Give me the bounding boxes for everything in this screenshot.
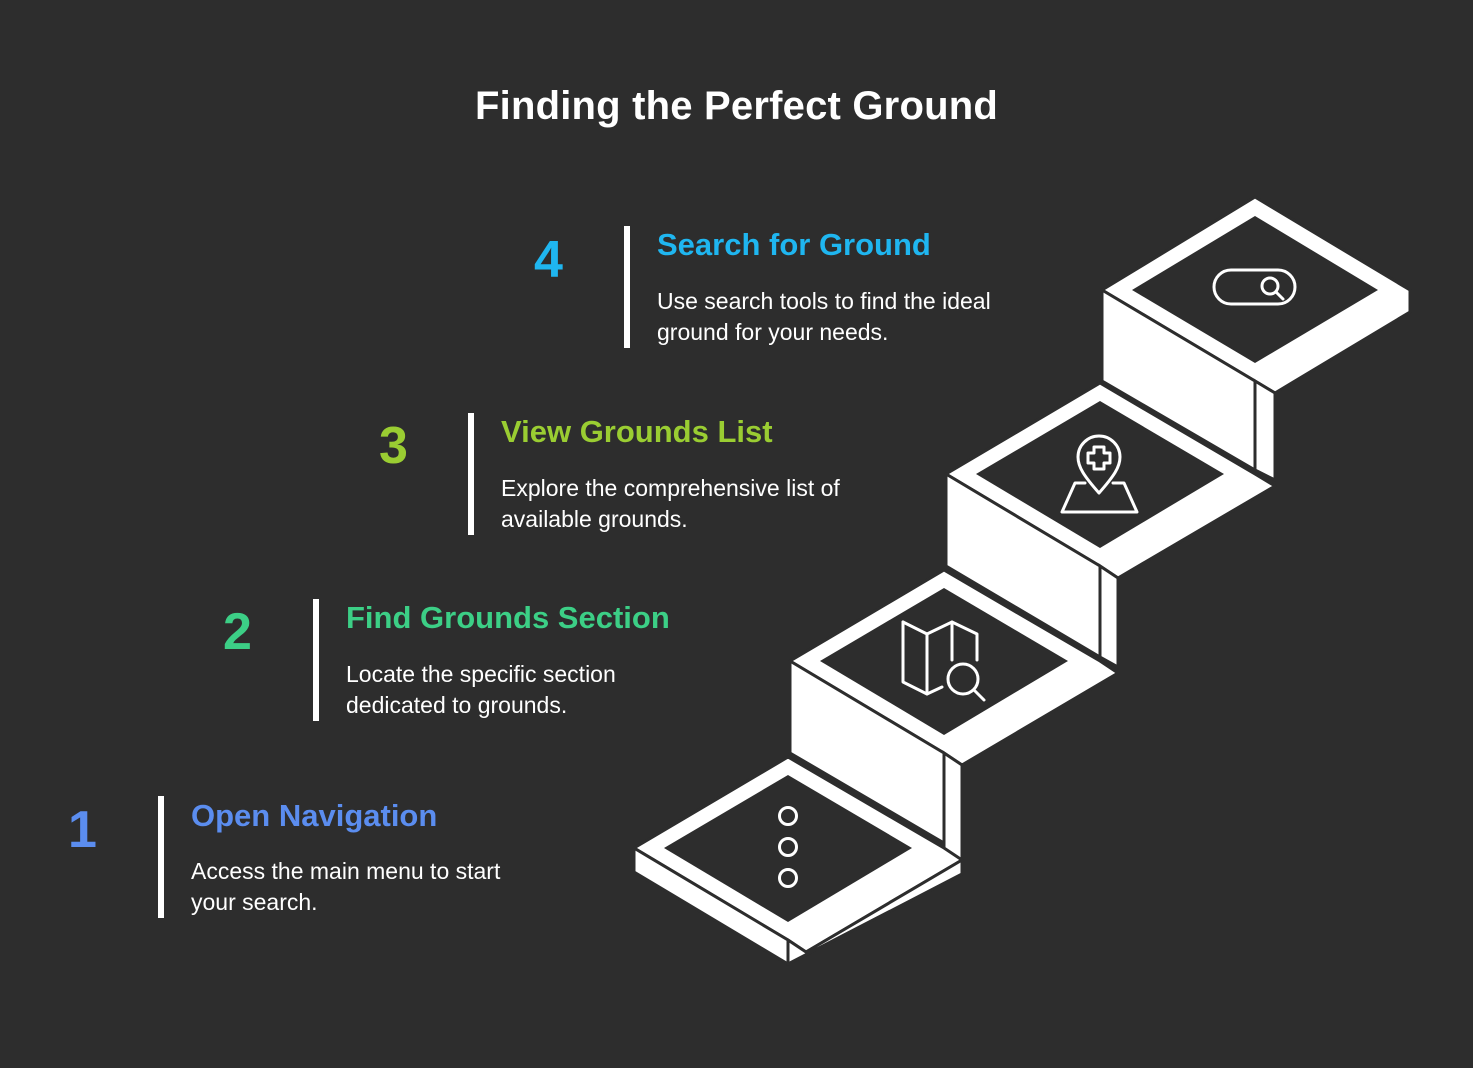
three-dots-vertical-icon [778,806,798,888]
step-heading: Find Grounds Section [346,600,670,635]
step-description: Access the main menu to start your searc… [191,856,500,918]
page-title: Finding the Perfect Ground [475,84,998,128]
step-divider [158,796,164,918]
step-heading: Open Navigation [191,798,438,833]
step-description-line: ground for your needs. [657,319,889,345]
step-description-line: Access the main menu to start [191,858,501,884]
step-divider [468,413,474,535]
step-number: 2 [223,603,252,661]
step-number: 3 [379,417,408,475]
search-bar-icon [1212,268,1297,306]
step-description-line: your search. [191,889,318,915]
step-description-line: Explore the comprehensive list of [501,475,840,501]
step-description: Locate the specific section dedicated to… [346,659,616,721]
step-description-line: Use search tools to find the ideal [657,288,991,314]
step-description-line: available grounds. [501,506,688,532]
step-description: Explore the comprehensive list of availa… [501,473,840,535]
step-description-line: Locate the specific section [346,661,616,687]
map-search-icon [901,620,986,702]
step-number: 1 [68,801,97,859]
step-description: Use search tools to find the ideal groun… [657,286,991,348]
step-heading: Search for Ground [657,227,931,262]
step-divider [624,226,630,348]
step-description-line: dedicated to grounds. [346,692,568,718]
map-pin-plus-icon [1060,434,1139,514]
step-divider [313,599,319,721]
staircase-structure [632,195,1412,966]
step-number: 4 [534,231,563,289]
step-heading: View Grounds List [501,414,773,449]
